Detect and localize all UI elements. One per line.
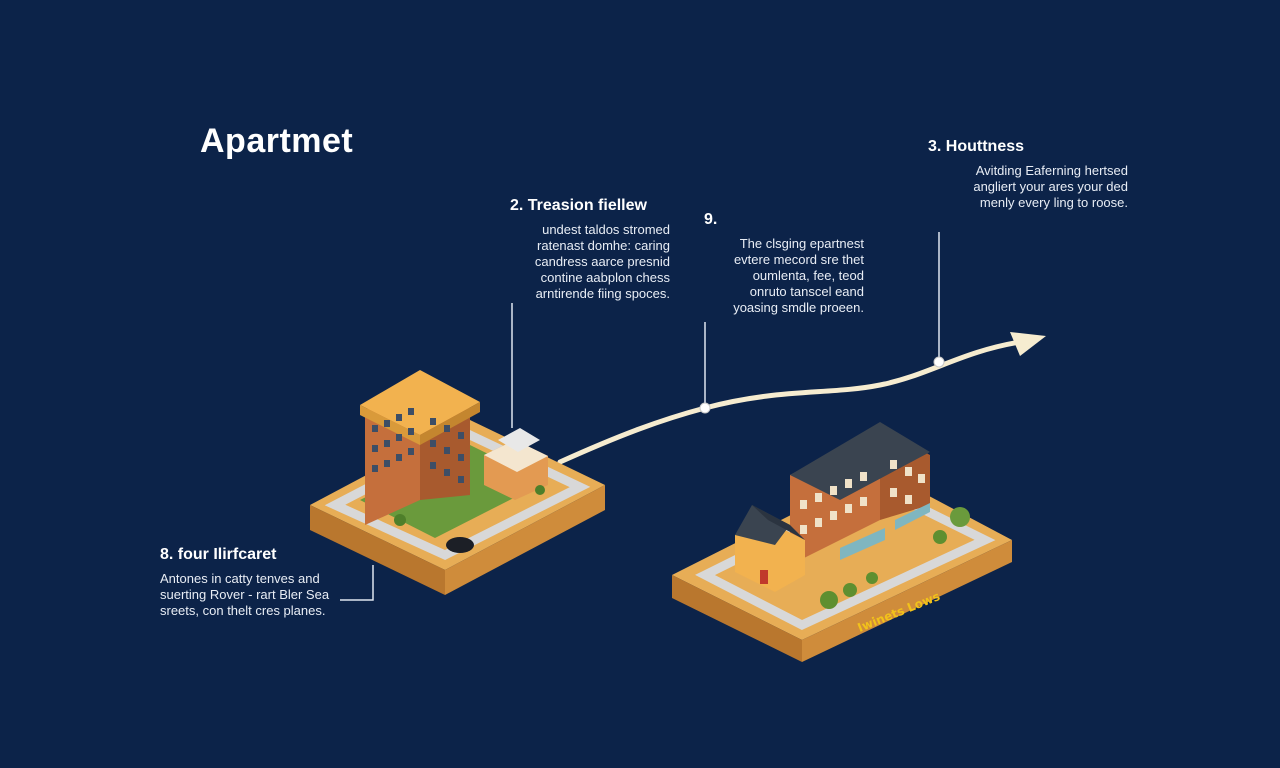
note-line: onruto tanscel eand <box>749 284 864 299</box>
note-3: 3. Houttness Avitding Eaferning hertsed … <box>928 138 1128 211</box>
note-line: oumlenta, fee, teod <box>752 268 864 283</box>
growth-arrow <box>557 339 1023 465</box>
note-2: 2. Treasion fiellew undest taldos strome… <box>510 197 670 302</box>
arrow-head-icon <box>1010 332 1046 356</box>
note-line: contine aabplon chess <box>540 270 670 285</box>
note-line: sreets, con thelt cres planes. <box>160 603 326 618</box>
page-title: Apartmet <box>200 122 354 160</box>
note-line: ratenast domhe: caring <box>537 238 670 253</box>
arrow-node-3 <box>933 356 945 368</box>
note-line: evtere mecord sre thet <box>733 252 864 267</box>
note-line: arntirende fiing spoces. <box>535 286 670 301</box>
note-heading: 8. four Ilirfcaret <box>160 546 277 563</box>
right-city-block <box>672 422 1012 662</box>
note-line: yoasing smdle proeen. <box>733 300 864 315</box>
note-line: Avitding Eaferning hertsed <box>975 163 1128 178</box>
note-heading: 9. <box>704 211 718 228</box>
note-line: menly every ling to roose. <box>979 195 1128 210</box>
left-city-block <box>310 370 605 595</box>
car-icon <box>446 537 474 553</box>
note-line: undest taldos stromed <box>542 222 670 237</box>
note-heading: 2. Treasion fiellew <box>510 197 647 214</box>
note-8: 8. four Ilirfcaret Antones in catty tenv… <box>160 546 360 619</box>
note-line: angliert your ares your ded <box>973 179 1128 194</box>
note-line: Antones in catty tenves and <box>160 571 320 586</box>
leader-line-8 <box>340 565 374 601</box>
note-line: suerting Rover - rart Bler Sea <box>160 587 330 602</box>
note-line: The clsging epartnest <box>739 236 864 251</box>
arrow-node-9 <box>699 402 711 414</box>
note-9: 9. The clsging epartnest evtere mecord s… <box>704 211 864 316</box>
note-line: candress aarce presnid <box>534 254 670 269</box>
note-heading: 3. Houttness <box>928 138 1025 155</box>
